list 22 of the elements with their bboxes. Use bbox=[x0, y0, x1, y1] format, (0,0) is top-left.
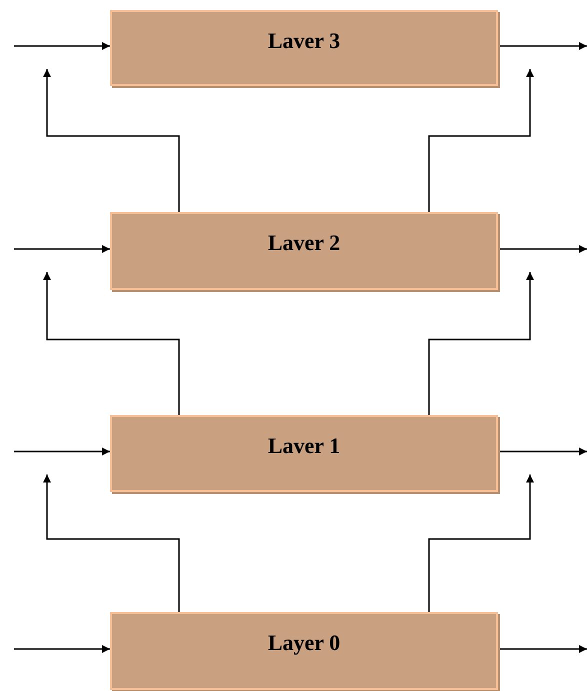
layer-label: Layer 0 bbox=[268, 629, 340, 657]
layer-box bbox=[110, 415, 498, 492]
layer-box bbox=[110, 10, 498, 86]
arrow bbox=[14, 245, 110, 253]
layer-label: Laver 1 bbox=[268, 432, 340, 460]
arrow bbox=[43, 69, 180, 212]
arrow bbox=[428, 69, 534, 212]
arrow bbox=[498, 448, 587, 456]
layer-label: Laver 3 bbox=[268, 27, 340, 55]
arrow bbox=[43, 474, 180, 612]
layer-label: Laver 2 bbox=[268, 229, 340, 257]
arrow bbox=[43, 272, 180, 415]
layer-box bbox=[110, 612, 498, 690]
arrow bbox=[14, 645, 110, 653]
layer-box bbox=[110, 212, 498, 290]
arrow bbox=[498, 42, 587, 50]
arrow bbox=[498, 645, 587, 653]
arrow bbox=[428, 272, 534, 415]
arrow bbox=[498, 245, 587, 253]
arrow bbox=[428, 474, 534, 612]
arrow bbox=[14, 42, 110, 50]
arrow bbox=[14, 448, 110, 456]
